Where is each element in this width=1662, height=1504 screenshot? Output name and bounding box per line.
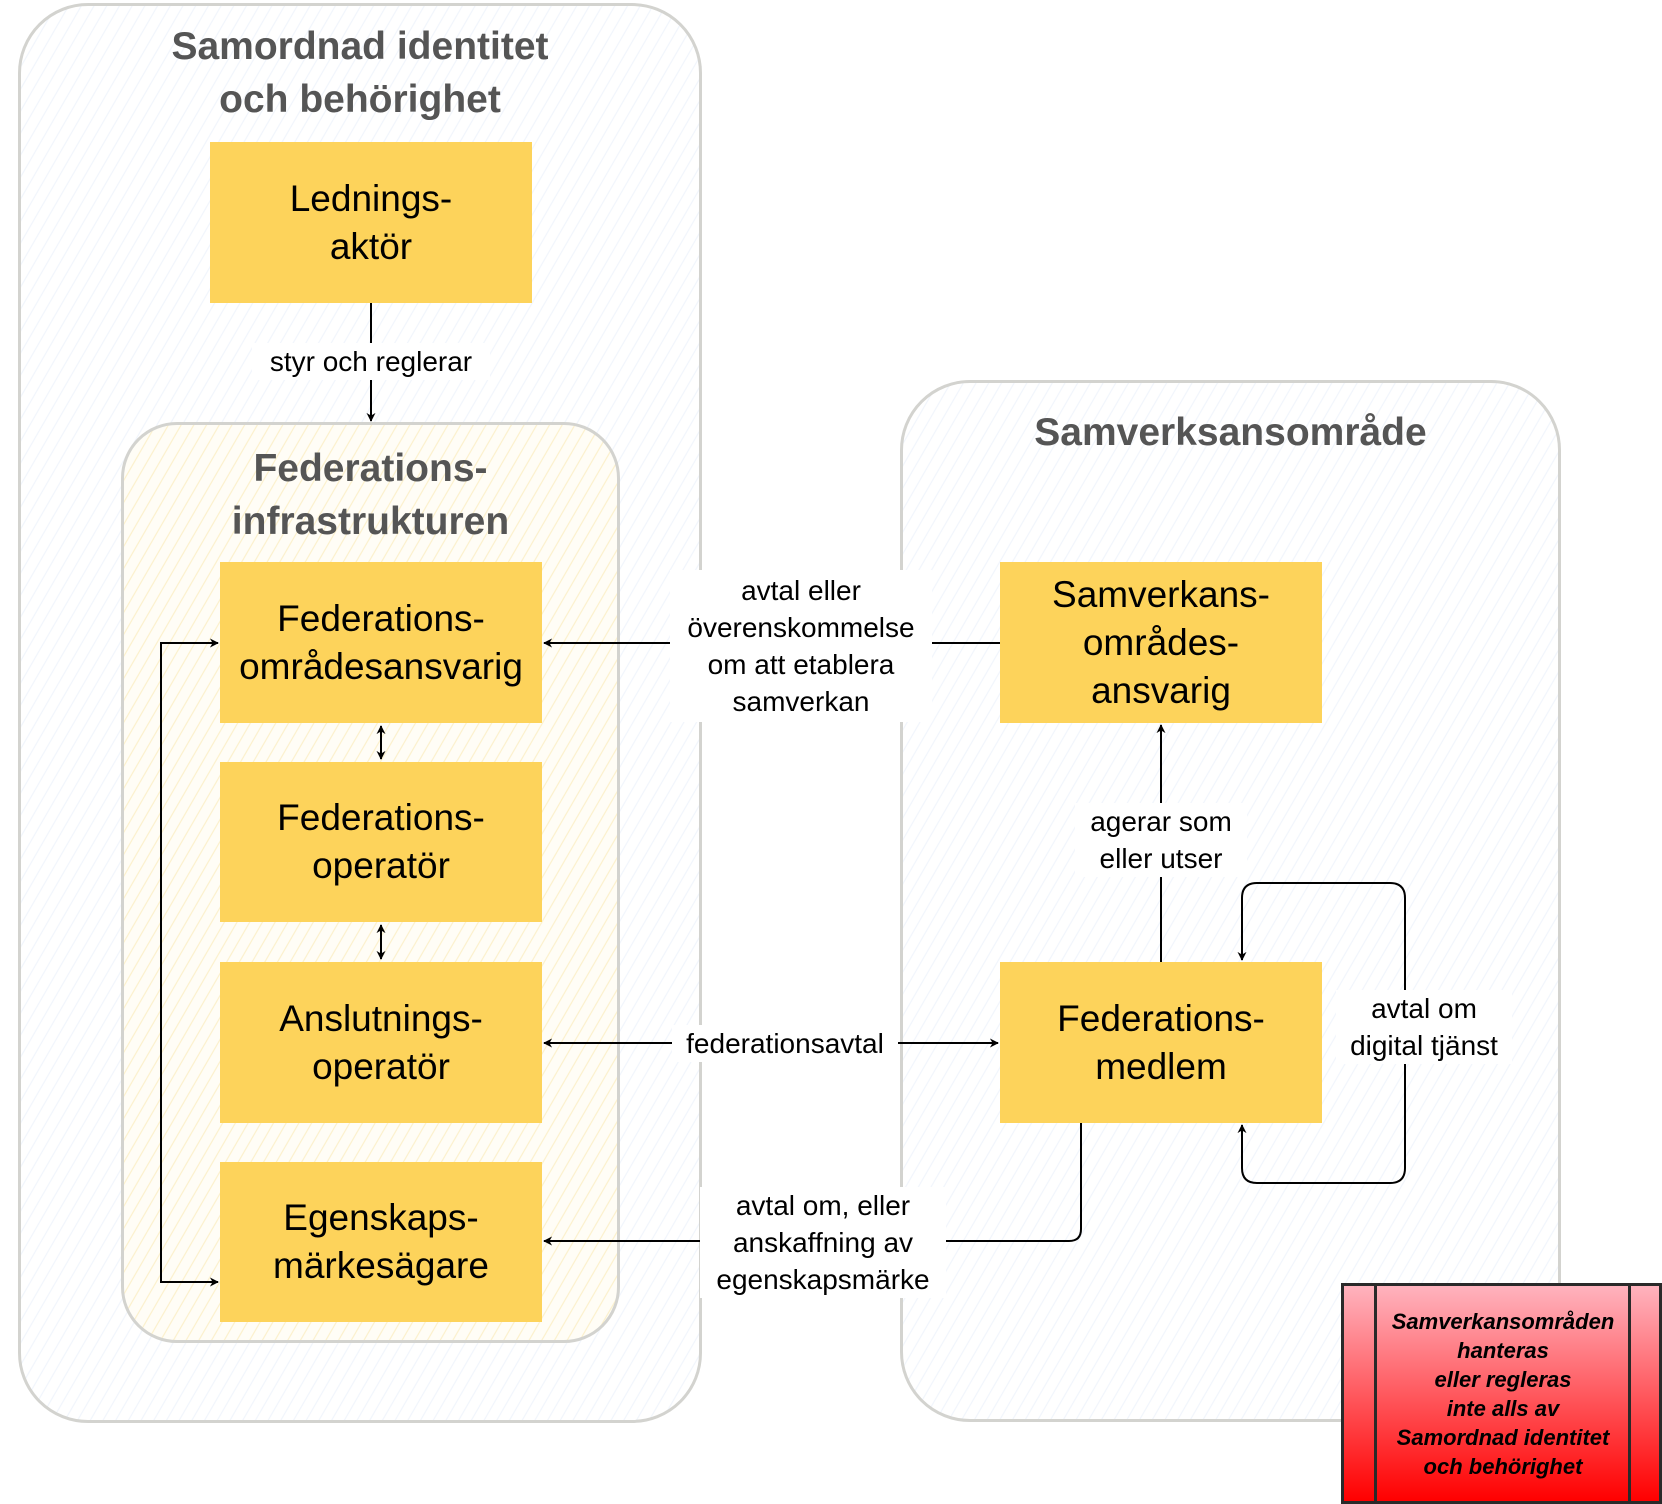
container-title-federationsinfrastrukturen: Federations- infrastrukturen [231,447,510,543]
edge-label-agerar-som: agerar som eller utser [1075,803,1247,877]
edge-label-avtal-om-egenskapsmarke: avtal om, eller anskaffning av egenskaps… [700,1187,946,1298]
edge-label-federationsavtal: federationsavtal [672,1025,898,1062]
node-anslutningsoperator[interactable]: Anslutnings- operatör [220,962,542,1123]
container-title-samordnad-identitet: Samordnad identitet och behörighet [171,25,549,121]
container-title-samverkansomrade: Samverksansområde [1034,411,1427,454]
node-samverkansomradesansvarig[interactable]: Samverkans- områdes- ansvarig [1000,562,1322,723]
note-divider-left [1374,1286,1377,1501]
node-federationsomradesansvarig[interactable]: Federations- områdesansvarig [220,562,542,723]
node-egenskapsmarkesagare[interactable]: Egenskaps- märkesägare [220,1162,542,1322]
edge-label-avtal-om-digital-tjanst: avtal om digital tjänst [1336,990,1512,1064]
note-text: Samverkansområden hanteras eller reglera… [1391,1308,1615,1479]
node-federationsmedlem[interactable]: Federations- medlem [1000,962,1322,1123]
container-samverkansomrade[interactable] [900,380,1561,1422]
note-samverkansomraden[interactable]: Samverkansområden hanteras eller reglera… [1341,1283,1662,1504]
edge-label-avtal-eller-overenskommelse: avtal eller överenskommelse om att etabl… [670,570,932,722]
edge-label-styr-och-reglerar: styr och reglerar [252,343,490,380]
node-ledningsaktor[interactable]: Lednings- aktör [210,142,532,303]
node-federationsoperator[interactable]: Federations- operatör [220,762,542,922]
note-divider-right [1628,1286,1631,1501]
